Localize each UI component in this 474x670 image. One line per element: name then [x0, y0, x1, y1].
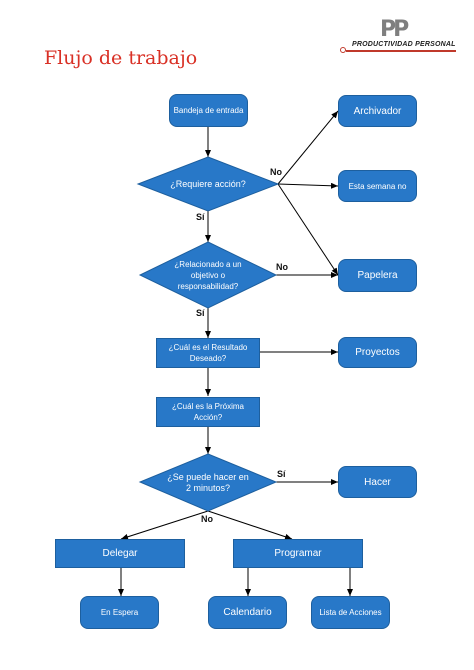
edge-action-to-archive [277, 110, 339, 185]
logo-dot-icon [340, 47, 346, 53]
logo-underline [346, 50, 456, 52]
node-next-action: ¿Cuál es la Próxima Acción? [156, 397, 260, 427]
logo-mark: PP [380, 17, 409, 42]
node-projects: Proyectos [338, 337, 417, 368]
decision-two-minutes-shape [138, 453, 278, 512]
node-inbox: Bandeja de entrada [169, 94, 248, 127]
edge-label-yes-related: Sí [196, 308, 205, 318]
edge-label-no-related: No [276, 262, 288, 272]
edge-two-min-to-schedule [207, 510, 293, 540]
logo-text: PRODUCTIVIDAD PERSONAL [352, 41, 456, 48]
productividad-personal-logo: PP PRODUCTIVIDAD PERSONAL [340, 18, 458, 58]
edge-label-yes-action: Sí [196, 212, 205, 222]
edge-label-no-two-min: No [201, 514, 213, 524]
node-desired-result: ¿Cuál es el Resultado Deseado? [156, 338, 260, 368]
node-calendar: Calendario [208, 596, 287, 629]
edge-action-to-trash [277, 183, 339, 276]
decision-requires-action-shape [136, 156, 280, 212]
decision-related-shape [138, 241, 278, 309]
node-delegate: Delegar [55, 539, 185, 568]
page-title: Flujo de trabajo [44, 47, 198, 69]
node-trash: Papelera [338, 259, 417, 292]
node-this-week-no: Esta semana no [338, 170, 417, 202]
edge-action-to-this-week [277, 182, 339, 189]
node-action-list: Lista de Acciones [311, 596, 390, 629]
node-do-it: Hacer [338, 466, 417, 498]
node-waiting: En Espera [80, 596, 159, 629]
edge-two-min-to-delegate [120, 510, 209, 540]
node-archive: Archivador [338, 95, 417, 127]
node-requires-action: ¿Requiere acción? [170, 178, 246, 189]
node-two-minutes: ¿Se puede hacer en 2 minutos? [167, 472, 249, 493]
node-schedule: Programar [233, 539, 363, 568]
edge-label-yes-two-min: Sí [277, 469, 286, 479]
edge-label-no-action: No [270, 167, 282, 177]
node-related: ¿Relacionado a un objetivo o responsabil… [174, 259, 242, 291]
